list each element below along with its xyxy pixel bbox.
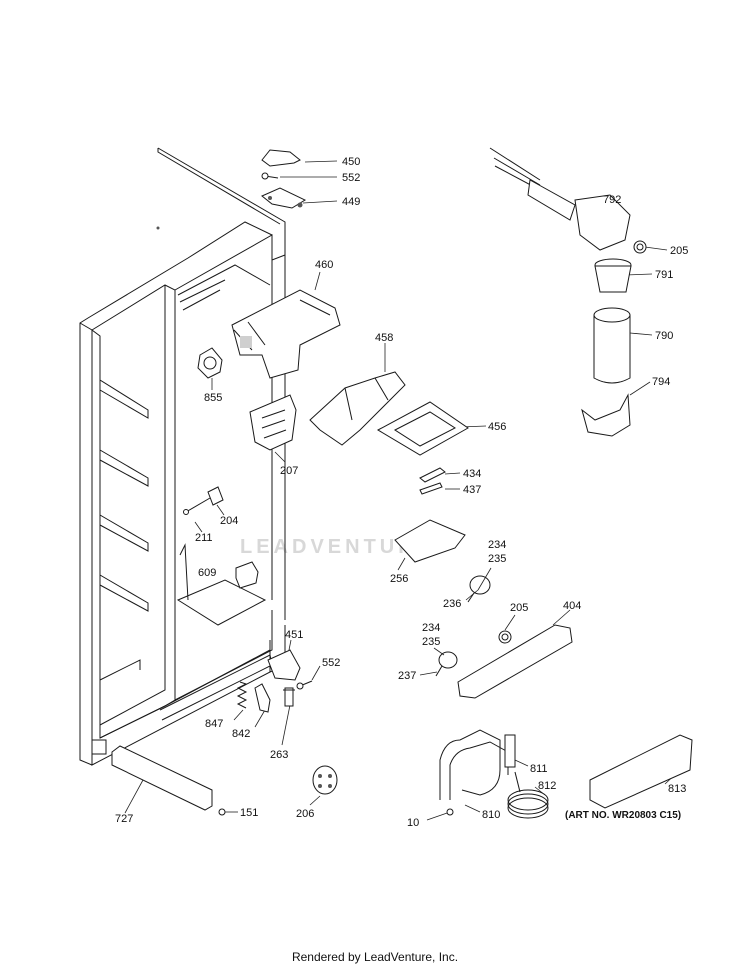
callout-434: 434 (463, 468, 481, 480)
part-434-drawing (419, 467, 446, 483)
part-404-cover (457, 624, 573, 699)
callout-204: 204 (220, 515, 238, 527)
part-256-drawing (394, 519, 466, 563)
callout-256: 256 (390, 573, 408, 585)
callout-449: 449 (342, 196, 360, 208)
part-791-cap (594, 258, 632, 293)
callout-151: 151 (240, 807, 258, 819)
callout-237: 237 (398, 670, 416, 682)
part-237-ring (435, 651, 458, 677)
part-205-grommet-filter (633, 240, 647, 254)
callout-460: 460 (315, 259, 333, 271)
part-792-filter-housing (489, 147, 631, 251)
leadventure-watermark: LEADVENTURE (240, 536, 435, 558)
part-206-cap (312, 765, 338, 795)
callout-451: 451 (285, 629, 303, 641)
callout-456: 456 (488, 421, 506, 433)
leader-lines (124, 160, 681, 821)
callout-234-upper: 234 (488, 539, 506, 551)
part-449-drawing (261, 187, 307, 209)
part-794-cover (581, 393, 631, 437)
callout-205-middle: 205 (510, 602, 528, 614)
callout-235-lower: 235 (422, 636, 440, 648)
fridge-cabinet-drawing (79, 147, 286, 766)
part-207-drawing (249, 394, 297, 451)
art-number: (ART NO. WR20803 C15) (565, 810, 682, 821)
callout-211: 211 (195, 532, 213, 544)
callout-234-lower: 234 (422, 622, 440, 634)
callout-813: 813 (668, 783, 686, 795)
part-450-drawing (261, 149, 301, 167)
callout-458: 458 (375, 332, 393, 344)
callout-206: 206 (296, 808, 314, 820)
part-204-drawing (207, 486, 224, 506)
part-236-ring (467, 575, 491, 603)
part-460-duct (231, 289, 341, 379)
callout-450: 450 (342, 156, 360, 168)
part-727-kickplate (111, 745, 213, 811)
callout-263: 263 (270, 749, 288, 761)
part-211-drawing (183, 497, 211, 515)
part-552-screw-lower (296, 680, 313, 690)
part-813-cover (589, 734, 693, 809)
callout-791: 791 (655, 269, 673, 281)
part-458-drawing (309, 371, 406, 446)
footer-credit: Rendered by LeadVenture, Inc. (291, 950, 459, 964)
callout-792: 792 (603, 194, 621, 206)
callout-205-filter: 205 (670, 245, 688, 257)
callout-437: 437 (463, 484, 481, 496)
callout-207: 207 (280, 465, 298, 477)
callout-404: 404 (563, 600, 581, 612)
callout-609: 609 (198, 567, 216, 579)
callout-855: 855 (204, 392, 222, 404)
callout-810: 810 (482, 809, 500, 821)
callout-235-upper: 235 (488, 553, 506, 565)
callout-236: 236 (443, 598, 461, 610)
part-790-cartridge (593, 307, 631, 384)
part-151-screw (218, 808, 226, 816)
part-10-screw (446, 808, 454, 816)
callout-842: 842 (232, 728, 250, 740)
part-609-drawing (235, 561, 259, 589)
part-456-drawing (376, 401, 469, 456)
callout-790: 790 (655, 330, 673, 342)
part-855-drawing (197, 347, 223, 379)
callout-labels: 450 552 449 460 855 458 456 207 434 437 … (115, 156, 688, 829)
part-205-grommet (498, 630, 512, 644)
callout-847: 847 (205, 718, 223, 730)
part-842-drawing (254, 683, 271, 713)
callout-10: 10 (407, 817, 419, 829)
callout-811: 811 (530, 763, 548, 775)
callout-794: 794 (652, 376, 670, 388)
part-847-spring (236, 681, 248, 709)
part-451-bracket (267, 649, 301, 681)
callout-812: 812 (538, 780, 556, 792)
callout-727: 727 (115, 813, 133, 825)
callout-552-lower: 552 (322, 657, 340, 669)
part-437-drawing (419, 482, 443, 495)
part-810-tubing (439, 729, 516, 800)
part-552-screw-top (261, 172, 279, 180)
callout-552: 552 (342, 172, 360, 184)
part-263-pin (283, 687, 295, 707)
part-812-coil (507, 771, 549, 819)
